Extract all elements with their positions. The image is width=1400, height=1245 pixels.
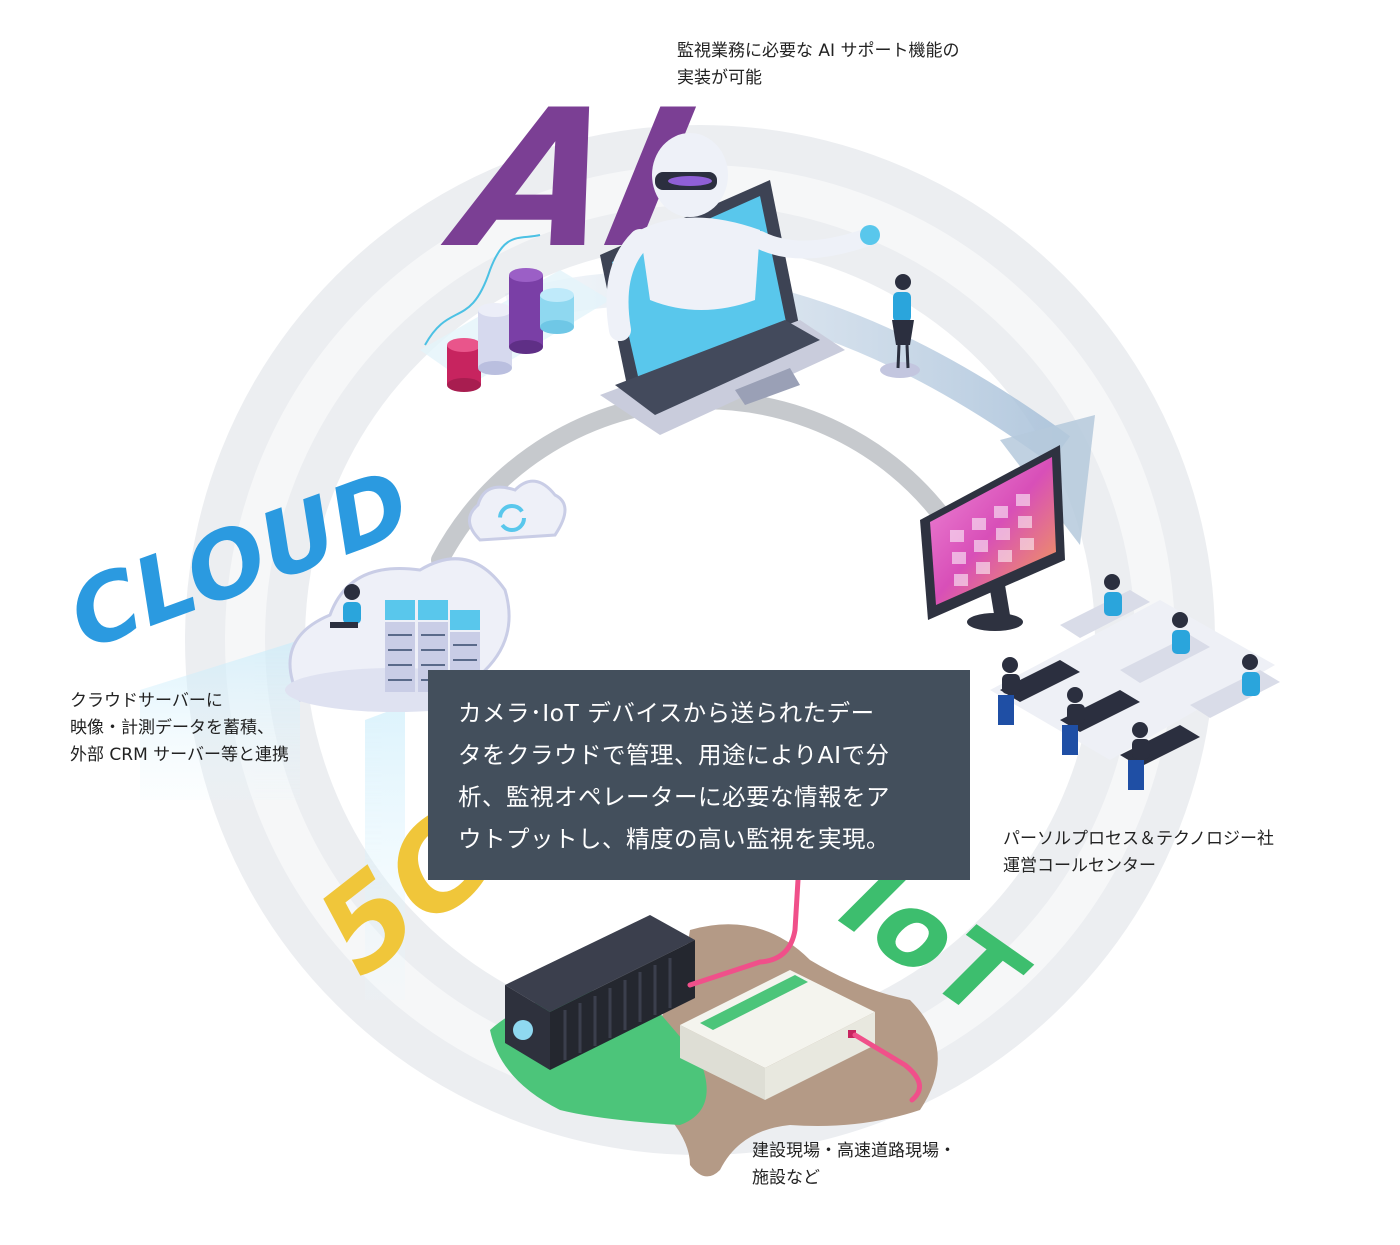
sync-cloud-icon	[468, 479, 567, 542]
cables	[687, 877, 922, 1103]
bar-chart-icon	[420, 234, 610, 392]
router-icon	[680, 970, 875, 1100]
ai-description: 監視業務に必要な AI サポート機能の 実装が可能	[677, 41, 960, 88]
site-description: 建設現場・高速道路現場・ 施設など	[752, 1141, 956, 1188]
summary-text: カメラ･IoT デバイスから送られたデー タをクラウドで管理、用途によりAIで分…	[458, 699, 890, 853]
summary-box: カメラ･IoT デバイスから送られたデー タをクラウドで管理、用途によりAIで分…	[428, 670, 970, 880]
cloud-description: クラウドサーバーに 映像・計測データを蓄積、 外部 CRM サーバー等と連携	[70, 691, 289, 765]
woman-operator-icon	[880, 274, 920, 378]
data-panels	[140, 640, 405, 1000]
call-center-description: パーソルプロセス＆テクノロジー社 運営コールセンター	[1003, 829, 1274, 876]
call-center-icon	[990, 574, 1280, 790]
robot-laptop-icon	[600, 133, 880, 435]
monitor-icon	[920, 445, 1065, 631]
